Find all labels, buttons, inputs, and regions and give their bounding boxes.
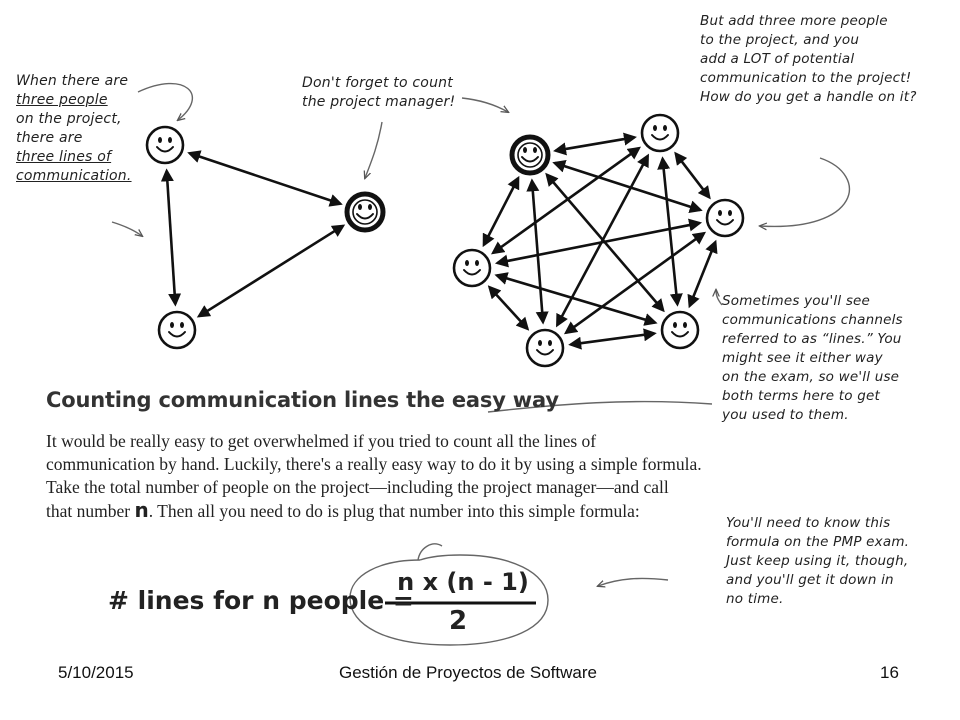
note-line: add a LOT of potential bbox=[700, 51, 855, 67]
note-line: Just keep using it, though, bbox=[726, 553, 909, 569]
people-nodes bbox=[145, 113, 745, 368]
person-smiley-icon bbox=[705, 198, 745, 238]
note-lines-term: Sometimes you'll see communications chan… bbox=[722, 292, 903, 425]
note-line: You'll need to know this bbox=[726, 515, 891, 531]
callout-arrows bbox=[111, 82, 850, 646]
formula-lhs: # lines for n people = bbox=[108, 586, 414, 615]
callout-arrow-communication bbox=[111, 221, 142, 236]
person-smiley-icon bbox=[525, 328, 565, 368]
project-manager-smiley-icon bbox=[344, 191, 386, 233]
note-line: there are bbox=[16, 130, 83, 146]
note-line: Sometimes you'll see bbox=[722, 293, 871, 309]
formula-numerator: n x (n - 1) bbox=[397, 568, 529, 596]
formula-circle bbox=[349, 554, 549, 646]
note-line: communication to the project! bbox=[700, 70, 912, 86]
body-line: communication by hand. Luckily, there's … bbox=[46, 454, 702, 474]
n-symbol: n bbox=[134, 498, 149, 522]
note-line: no time. bbox=[726, 591, 784, 607]
body-text: . Then all you need to do is plug that n… bbox=[148, 501, 640, 521]
note-line: both terms here to get bbox=[722, 388, 881, 404]
callout-arrow-lines bbox=[716, 290, 723, 306]
communication-line bbox=[494, 272, 658, 326]
note-line: referred to as “lines.” You bbox=[722, 331, 902, 347]
note-line: to the project, and you bbox=[700, 32, 860, 48]
formula-circle-tail bbox=[417, 543, 443, 561]
formula-denominator: 2 bbox=[448, 606, 468, 636]
footer-date: 5/10/2015 bbox=[58, 663, 134, 682]
body-line: that number n. Then all you need to do i… bbox=[46, 499, 736, 523]
callout-arrow-formula bbox=[598, 577, 669, 586]
note-project-manager: Don't forget to count the project manage… bbox=[302, 74, 455, 112]
note-line: might see it either way bbox=[722, 350, 883, 366]
project-manager-smiley-icon bbox=[509, 134, 551, 176]
footer-title: Gestión de Proyectos de Software bbox=[339, 663, 597, 682]
note-line: three people bbox=[16, 92, 108, 108]
section-body: It would be really easy to get overwhelm… bbox=[46, 430, 736, 523]
note-add-three-people: But add three more people to the project… bbox=[700, 12, 917, 107]
note-formula: You'll need to know this formula on the … bbox=[726, 514, 909, 609]
note-line: How do you get a handle on it? bbox=[700, 89, 917, 105]
body-line: It would be really easy to get overwhelm… bbox=[46, 431, 597, 451]
footer-page-number: 16 bbox=[880, 663, 899, 682]
communication-line bbox=[553, 132, 637, 156]
note-line: communication. bbox=[16, 168, 132, 184]
note-line: Don't forget to count bbox=[302, 75, 453, 91]
person-smiley-icon bbox=[640, 113, 680, 153]
note-line: three lines of bbox=[16, 149, 112, 165]
note-line: you used to them. bbox=[722, 407, 849, 423]
communication-line bbox=[196, 224, 346, 318]
callout-arrow-pm-single bbox=[365, 121, 383, 178]
body-line: Take the total number of people on the p… bbox=[46, 477, 669, 497]
communication-line bbox=[187, 150, 343, 207]
communication-line bbox=[482, 175, 520, 248]
communication-line bbox=[556, 153, 649, 328]
callout-arrow-add-three bbox=[760, 157, 850, 226]
note-line: But add three more people bbox=[700, 13, 888, 29]
callout-arrow-pm-network bbox=[461, 97, 508, 112]
person-smiley-icon bbox=[660, 310, 700, 350]
body-text: that number bbox=[46, 501, 135, 521]
note-line: on the exam, so we'll use bbox=[722, 369, 900, 385]
communication-line bbox=[552, 160, 703, 213]
communication-line bbox=[674, 151, 711, 200]
section-heading: Counting communication lines the easy wa… bbox=[46, 388, 559, 412]
note-line: When there are bbox=[16, 73, 129, 89]
communication-line bbox=[487, 285, 530, 331]
underline-stroke bbox=[487, 400, 713, 413]
person-smiley-icon bbox=[452, 248, 492, 288]
communication-line bbox=[657, 156, 683, 307]
callout-arrow-three-people bbox=[137, 82, 193, 120]
note-line: and you'll get it down in bbox=[726, 572, 894, 588]
communication-line bbox=[526, 178, 549, 325]
note-line: communications channels bbox=[722, 312, 903, 328]
communication-line bbox=[568, 328, 657, 350]
note-line: formula on the PMP exam. bbox=[726, 534, 910, 550]
communication-line bbox=[687, 239, 718, 309]
note-three-people: When there are three people on the proje… bbox=[16, 72, 132, 186]
note-line: the project manager! bbox=[302, 94, 456, 110]
communication-lines bbox=[160, 132, 718, 350]
person-smiley-icon bbox=[157, 310, 197, 350]
note-line: on the project, bbox=[16, 111, 122, 127]
communication-line bbox=[160, 168, 182, 307]
person-smiley-icon bbox=[145, 125, 185, 165]
